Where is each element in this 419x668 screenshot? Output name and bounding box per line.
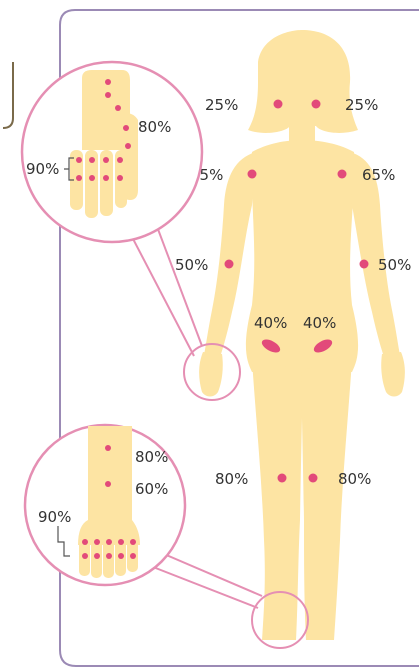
dot-thigh-left: [278, 474, 287, 483]
dot-shoulder-left: [248, 170, 257, 179]
label-abdomen-left: 40%: [254, 314, 287, 332]
corner-mark: [3, 62, 13, 128]
foot-toes-label: 90%: [38, 508, 71, 526]
dot-head-left: [274, 100, 283, 109]
dot-elbow-right: [360, 260, 369, 269]
label-elbow-right: 50%: [378, 256, 411, 274]
label-shoulder-right: 65%: [362, 166, 395, 184]
dot-head-right: [312, 100, 321, 109]
label-head-right: 25%: [345, 96, 378, 114]
dot-shoulder-right: [338, 170, 347, 179]
label-thigh-left: 80%: [215, 470, 248, 488]
body-silhouette: [199, 30, 405, 640]
label-abdomen-right: 40%: [303, 314, 336, 332]
foot-mid-label: 60%: [135, 480, 168, 498]
hand-knuckles-label: 90%: [26, 160, 59, 178]
dot-thigh-right: [309, 474, 318, 483]
label-thigh-right: 80%: [338, 470, 371, 488]
foot-top-label: 80%: [135, 448, 168, 466]
dot-elbow-left: [225, 260, 234, 269]
label-head-left: 25%: [205, 96, 238, 114]
label-elbow-left: 50%: [175, 256, 208, 274]
hand-fingers-label: 80%: [138, 118, 171, 136]
